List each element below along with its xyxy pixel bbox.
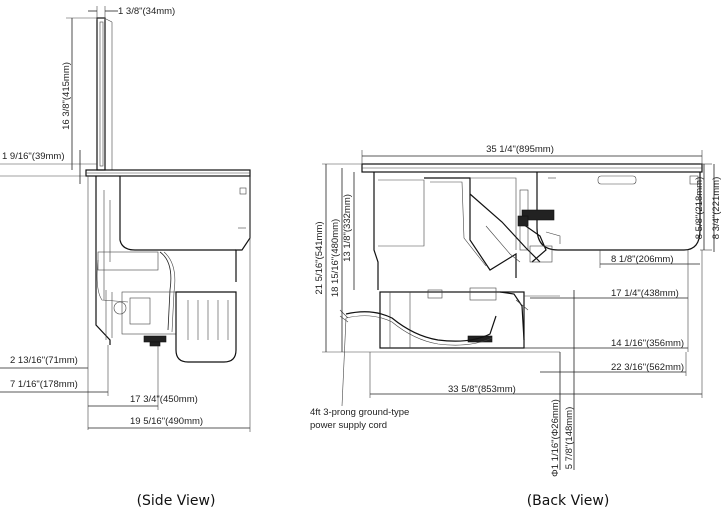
back-dim-356: 14 1/16"(356mm) [524,302,689,352]
back-dim-right: 8 5/8"(218mm) 8 3/4"(221mm) [694,163,722,252]
back-dim-438: 17 1/4"(438mm) [530,250,689,302]
back-bracket [517,209,561,263]
side-lid-height-label: 16 3/8"(415mm) [61,62,72,130]
back-drain-148-label: 5 7/8"(148mm) [564,407,575,470]
side-rim-label: 1 9/16"(39mm) [2,151,65,162]
back-dim-895-label: 35 1/4"(895mm) [486,144,554,155]
back-dim-541: 21 5/16"(541mm) [314,163,362,352]
back-tank [373,172,529,290]
back-power-cord [339,309,497,346]
back-dim-438-label: 17 1/4"(438mm) [611,288,679,299]
back-duct [469,193,547,263]
back-dim-853-label: 33 5/8"(853mm) [448,384,516,395]
back-dim-356-label: 14 1/16"(356mm) [611,338,684,349]
back-dim-480: 18 15/16"(480mm) [330,168,343,352]
side-view: 1 3/8"(34mm) 16 3/8"(415mm) 1 9/16"(39mm… [0,6,251,509]
side-dim-lid-thickness: 1 3/8"(34mm) [88,6,175,20]
side-dim-490-label: 19 5/16"(490mm) [130,416,203,427]
back-view: 35 1/4"(895mm) 21 5/16"(541mm) 18 15/16"… [310,144,722,509]
side-dim-490: 19 5/16"(490mm) [88,176,251,432]
side-dim-178: 7 1/16"(178mm) [0,345,109,396]
side-filter-box [175,291,237,363]
back-dim-853: 33 5/8"(853mm) [369,250,703,398]
back-dim-206: 8 1/8"(206mm) [599,250,700,268]
side-dim-lid-height: 16 3/8"(415mm) [61,17,97,170]
back-dim-480-label: 18 15/16"(480mm) [330,219,341,297]
side-dim-178-label: 7 1/16"(178mm) [10,379,78,390]
back-dim-drain: Φ1 1/16"(Φ26mm) 5 7/8"(148mm) [550,290,575,477]
side-dim-rim: 1 9/16"(39mm) [0,150,97,184]
back-dim-332-label: 13 1/8"(332mm) [342,194,353,262]
back-cord-label-2: power supply cord [310,420,387,431]
back-dim-221-label: 8 3/4"(221mm) [711,177,722,240]
back-dim-895: 35 1/4"(895mm) [361,144,703,164]
side-view-caption: (Side View) [137,493,216,509]
side-motor [96,251,177,347]
back-rim [361,163,703,173]
side-lid [96,17,113,171]
back-basin [536,172,701,251]
side-lid-thickness-label: 1 3/8"(34mm) [118,6,175,17]
back-dim-541-label: 21 5/16"(541mm) [314,221,325,294]
side-dim-450: 17 3/4"(450mm) [88,346,198,410]
back-lower-body [379,287,560,349]
side-dim-450-label: 17 3/4"(450mm) [130,394,198,405]
back-dim-332: 13 1/8"(332mm) [342,172,355,290]
back-drain-diameter-label: Φ1 1/16"(Φ26mm) [550,399,561,477]
back-dim-206-label: 8 1/8"(206mm) [611,254,674,265]
back-cord-label-1: 4ft 3-prong ground-type [310,407,409,418]
back-cord-callout: 4ft 3-prong ground-type power supply cor… [310,317,409,431]
side-tank [95,176,251,345]
side-dim-71-label: 2 13/16"(71mm) [10,355,78,366]
back-view-caption: (Back View) [527,493,610,509]
back-dim-218-label: 8 5/8"(218mm) [694,177,705,240]
back-dim-562-label: 22 3/16"(562mm) [611,362,684,373]
side-dim-71: 2 13/16"(71mm) [0,176,89,430]
side-rim [85,169,251,177]
back-dim-562: 22 3/16"(562mm) [540,352,687,376]
